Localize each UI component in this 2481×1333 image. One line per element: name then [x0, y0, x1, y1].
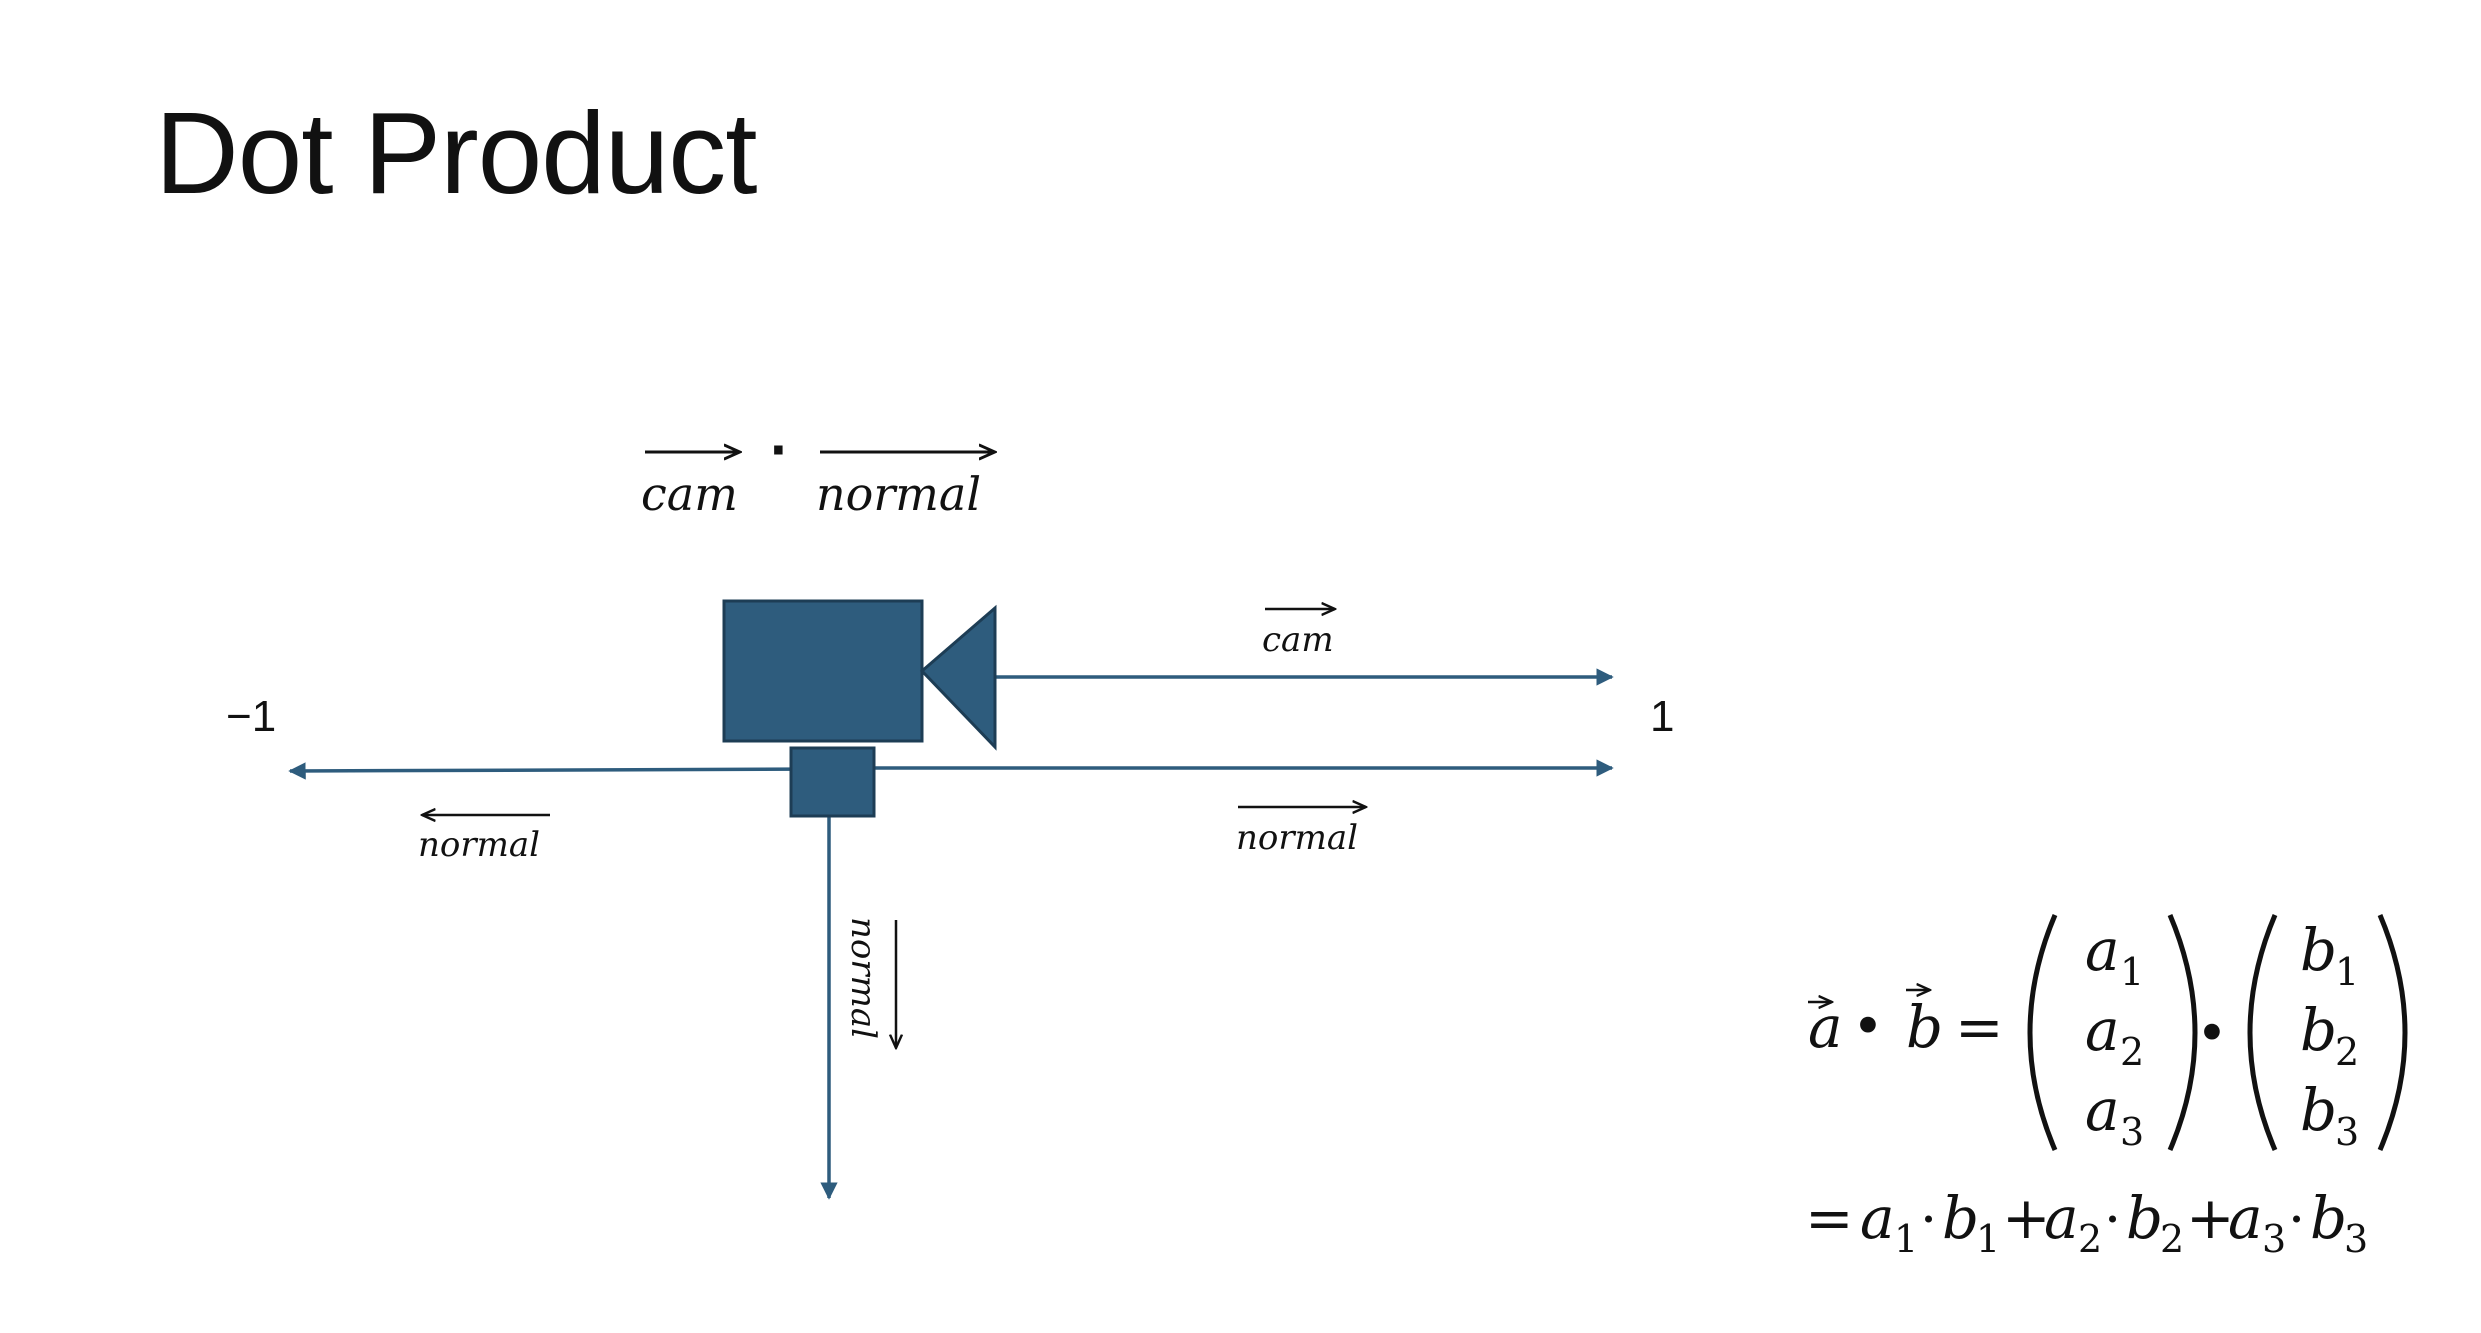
- b1-subscript: 1: [2335, 950, 2359, 994]
- expansion-dot: ·: [2104, 1188, 2121, 1251]
- cam-vector-label: cam: [1262, 609, 1335, 660]
- b3-component: b: [2300, 1076, 2337, 1144]
- expansion-subscript: 3: [2344, 1217, 2368, 1261]
- expansion-variable: a: [2228, 1184, 2263, 1252]
- expansion-equals: =: [1805, 1184, 1854, 1252]
- camera-body: [722, 599, 924, 743]
- formula-bullet: •: [1852, 995, 1884, 1058]
- video-camera-icon: [722, 599, 997, 818]
- expansion-subscript: 2: [2078, 1217, 2102, 1261]
- expansion-subscript: 3: [2262, 1217, 2286, 1261]
- a-right-paren: [2167, 914, 2198, 1151]
- expansion-variable: b: [2126, 1184, 2163, 1252]
- a2-subscript: 2: [2120, 1030, 2144, 1074]
- a2-component: a: [2085, 996, 2120, 1064]
- b1-component: b: [2300, 916, 2337, 984]
- expansion-variable: b: [2310, 1184, 2347, 1252]
- a3-component: a: [2085, 1076, 2120, 1144]
- normal-left-arrow: [288, 762, 831, 780]
- header-normal-label: normal: [816, 467, 981, 521]
- dot-operator: ·: [770, 416, 790, 483]
- expansion-dot: ·: [2288, 1188, 2305, 1251]
- formula-equals: =: [1955, 993, 2004, 1061]
- expansion-plus: +: [2002, 1184, 2051, 1252]
- cam-label-text: cam: [1262, 620, 1334, 660]
- b-left-paren: [2247, 914, 2278, 1151]
- a-left-paren: [2027, 914, 2058, 1151]
- formula-middle-bullet: •: [2196, 1002, 2228, 1065]
- scale-min-label: −1: [226, 692, 276, 741]
- normal-right-label: normal: [1236, 807, 1366, 858]
- a3-subscript: 3: [2120, 1110, 2144, 1154]
- normal-down-label-text: normal: [843, 917, 883, 1039]
- formula-lhs-a: a: [1808, 993, 1843, 1061]
- a1-subscript: 1: [2120, 950, 2144, 994]
- expansion-plus: +: [2186, 1184, 2235, 1252]
- formula-lhs-b: b: [1906, 993, 1943, 1061]
- normal-left-label-text: normal: [418, 825, 540, 865]
- expansion-variable: b: [1942, 1184, 1979, 1252]
- normal-left-label: normal: [418, 815, 550, 865]
- header-cam-label: cam: [641, 467, 738, 521]
- normal-down-label: normal: [843, 917, 896, 1048]
- expansion-variable: a: [2044, 1184, 2079, 1252]
- b2-component: b: [2300, 996, 2337, 1064]
- a1-component: a: [2085, 916, 2120, 984]
- b3-subscript: 3: [2335, 1110, 2359, 1154]
- expansion-dot: ·: [1920, 1188, 1937, 1251]
- camera-lens: [919, 604, 997, 751]
- normal-right-label-text: normal: [1236, 818, 1358, 858]
- b2-subscript: 2: [2335, 1030, 2359, 1074]
- header-expression: cam · normal: [641, 416, 995, 521]
- camera-mount: [789, 746, 876, 818]
- scale-max-label: 1: [1650, 692, 1674, 741]
- slide-title: Dot Product: [155, 88, 758, 218]
- expansion-subscript: 1: [1976, 1217, 2000, 1261]
- expansion-subscript: 1: [1894, 1217, 1918, 1261]
- b-right-paren: [2377, 914, 2408, 1151]
- expansion-subscript: 2: [2160, 1217, 2184, 1261]
- expansion-variable: a: [1860, 1184, 1895, 1252]
